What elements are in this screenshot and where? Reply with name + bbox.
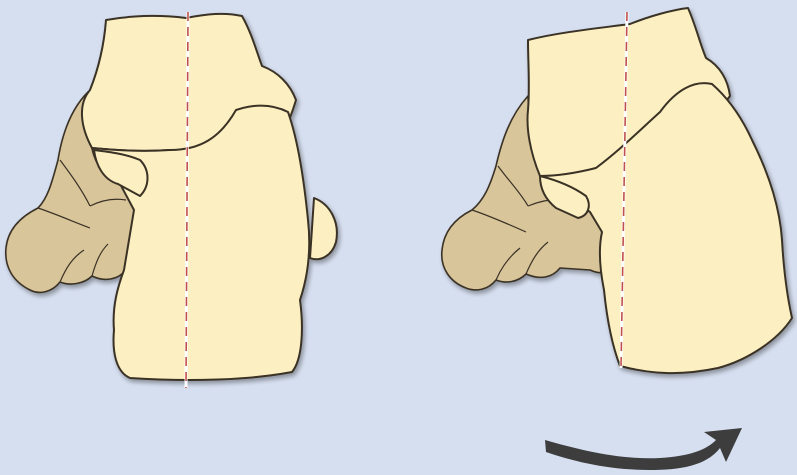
foot-rotation-diagram xyxy=(0,0,797,475)
figure-stage xyxy=(0,0,797,475)
